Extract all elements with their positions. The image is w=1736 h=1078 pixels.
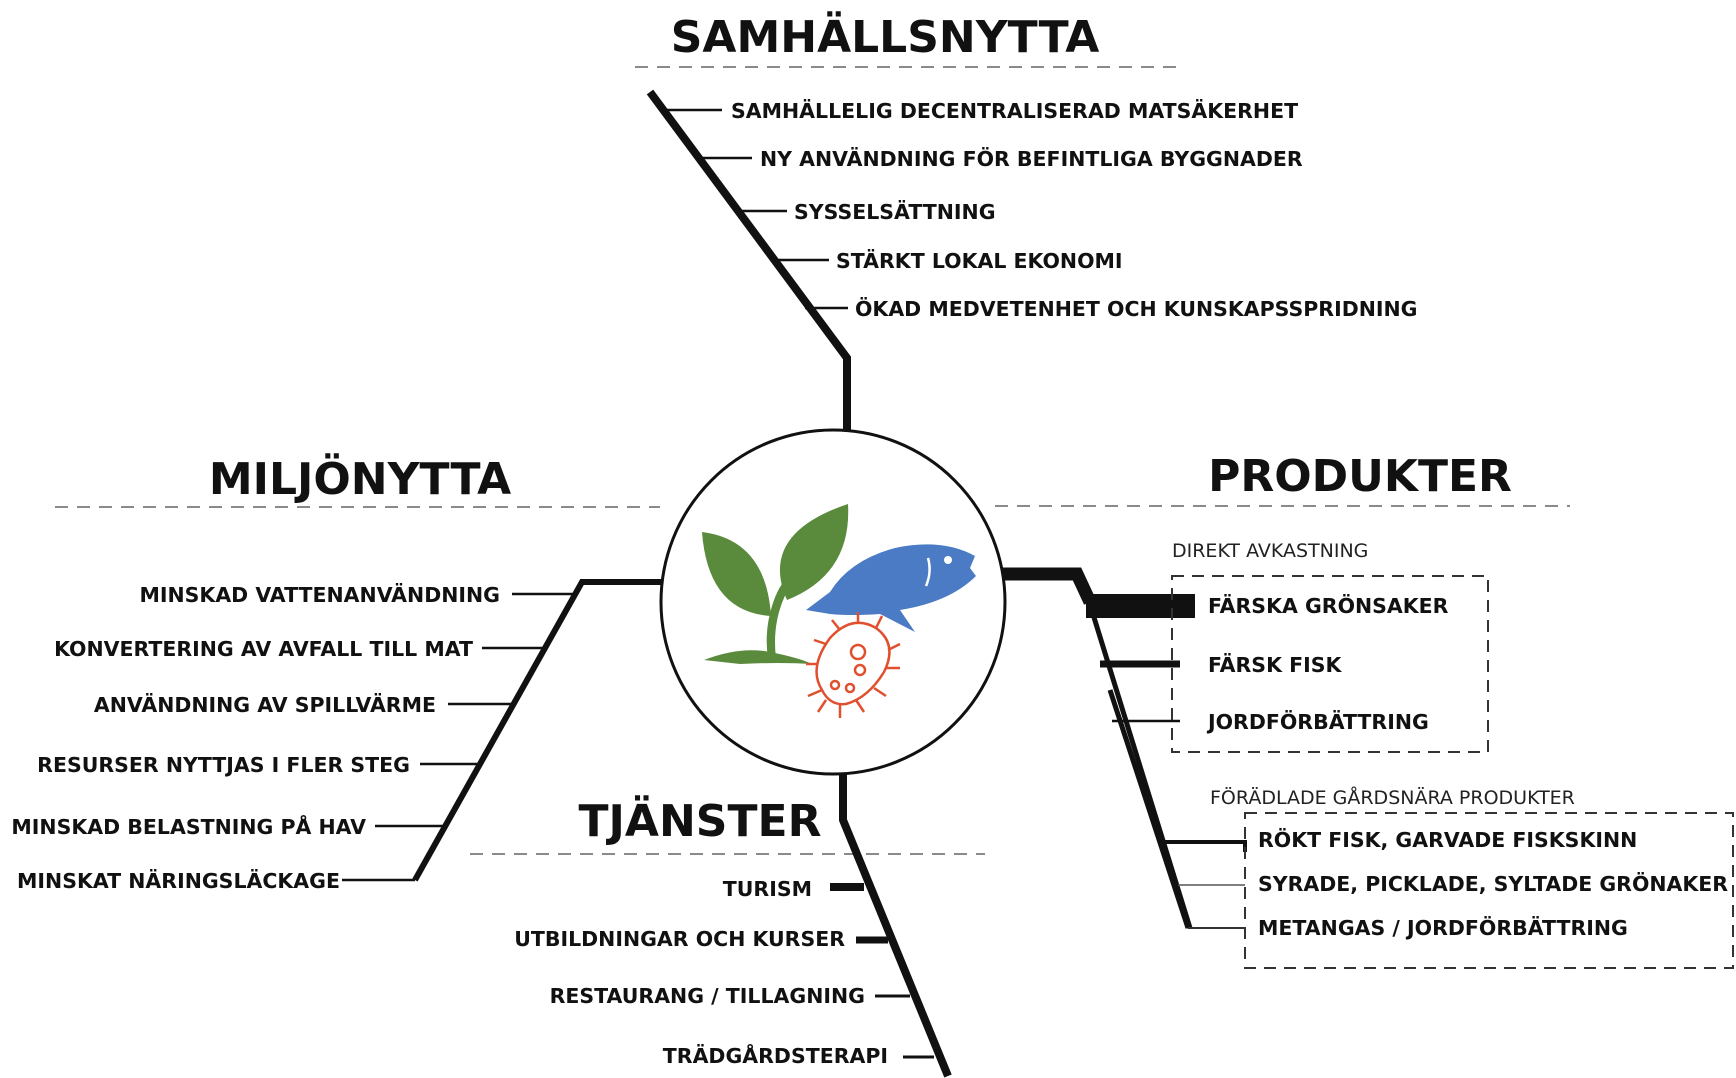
miljonytta-item-6: MINSKAT NÄRINGSLÄCKAGE: [17, 868, 340, 893]
miljonytta-item-1: MINSKAD VATTENANVÄNDNING: [139, 582, 500, 607]
samhallsnytta-heading: SAMHÄLLSNYTTA: [671, 10, 1100, 63]
miljonytta-trunk: [412, 579, 662, 882]
tjanster-item-2: UTBILDNINGAR OCH KURSER: [514, 927, 845, 951]
plant-icon: [702, 504, 849, 664]
produkter-direkt-item-3: JORDFÖRBÄTTRING: [1206, 709, 1429, 734]
fish-icon: [806, 544, 976, 632]
foradlade-label: FÖRÄDLADE GÅRDSNÄRA PRODUKTER: [1210, 786, 1575, 809]
miljonytta-item-5: MINSKAD BELASTNING PÅ HAV: [11, 814, 366, 839]
samhallsnytta-trunk: [646, 89, 851, 432]
tjanster-item-3: RESTAURANG / TILLAGNING: [550, 984, 865, 1008]
produkter-trunk-lower: [1107, 689, 1191, 929]
samhallsnytta-item-2: NY ANVÄNDNING FÖR BEFINTLIGA BYGGNADER: [760, 146, 1303, 171]
tjanster-section: TJÄNSTER TURISM UTBILDNINGAR OCH KURSER …: [470, 774, 985, 1078]
tjanster-heading: TJÄNSTER: [579, 794, 822, 847]
center-emblem: [659, 428, 1007, 776]
samhallsnytta-section: SAMHÄLLSNYTTA SAMHÄLLELIG DECENTRALISERA…: [635, 10, 1418, 432]
tjanster-item-4: TRÄDGÅRDSTERAPI: [663, 1043, 888, 1068]
miljonytta-item-2: KONVERTERING AV AVFALL TILL MAT: [54, 637, 473, 661]
miljonytta-section: MILJÖNYTTA MINSKAD VATTENANVÄNDNING KONV…: [11, 452, 662, 893]
samhallsnytta-branches: [667, 108, 848, 310]
produkter-direkt-item-1: FÄRSKA GRÖNSAKER: [1208, 593, 1449, 618]
produkter-direkt-item-2: FÄRSK FISK: [1208, 652, 1342, 677]
miljonytta-item-4: RESURSER NYTTJAS I FLER STEG: [37, 753, 410, 777]
miljonytta-item-3: ANVÄNDNING AV SPILLVÄRME: [94, 692, 436, 717]
produkter-trunk-upper: [1000, 567, 1096, 605]
foradlade-box: [1244, 812, 1734, 969]
miljonytta-branches: [342, 592, 576, 882]
samhallsnytta-item-3: SYSSELSÄTTNING: [794, 199, 996, 224]
branch-rokt-fisk: [1162, 840, 1247, 852]
samhallsnytta-item-5: ÖKAD MEDVETENHET OCH KUNSKAPSSPRIDNING: [855, 296, 1418, 321]
samhallsnytta-item-1: SAMHÄLLELIG DECENTRALISERAD MATSÄKERHET: [731, 98, 1298, 123]
produkter-trunk-diagonal: [1085, 597, 1193, 929]
direkt-avkastning-box: [1171, 575, 1489, 753]
miljonytta-heading: MILJÖNYTTA: [209, 452, 511, 505]
samhallsnytta-item-4: STÄRKT LOKAL EKONOMI: [836, 248, 1123, 273]
produkter-heading: PRODUKTER: [1208, 451, 1512, 502]
produkter-section: PRODUKTER DIREKT AVKASTNING FÄRSKA GRÖNS…: [995, 451, 1734, 969]
produkter-foradlade-item-3: METANGAS / JORDFÖRBÄTTRING: [1258, 915, 1628, 940]
produkter-foradlade-item-2: SYRADE, PICKLADE, SYLTADE GRÖNAKER: [1258, 871, 1728, 896]
branch-metangas: [1188, 927, 1246, 938]
tjanster-branches: [830, 883, 934, 1059]
bacteria-icon: [806, 612, 901, 718]
direkt-avkastning-label: DIREKT AVKASTNING: [1172, 540, 1368, 562]
tjanster-item-1: TURISM: [723, 877, 812, 901]
tjanster-trunk: [839, 774, 952, 1078]
produkter-foradlade-item-1: RÖKT FISK, GARVADE FISKSKINN: [1258, 827, 1637, 852]
